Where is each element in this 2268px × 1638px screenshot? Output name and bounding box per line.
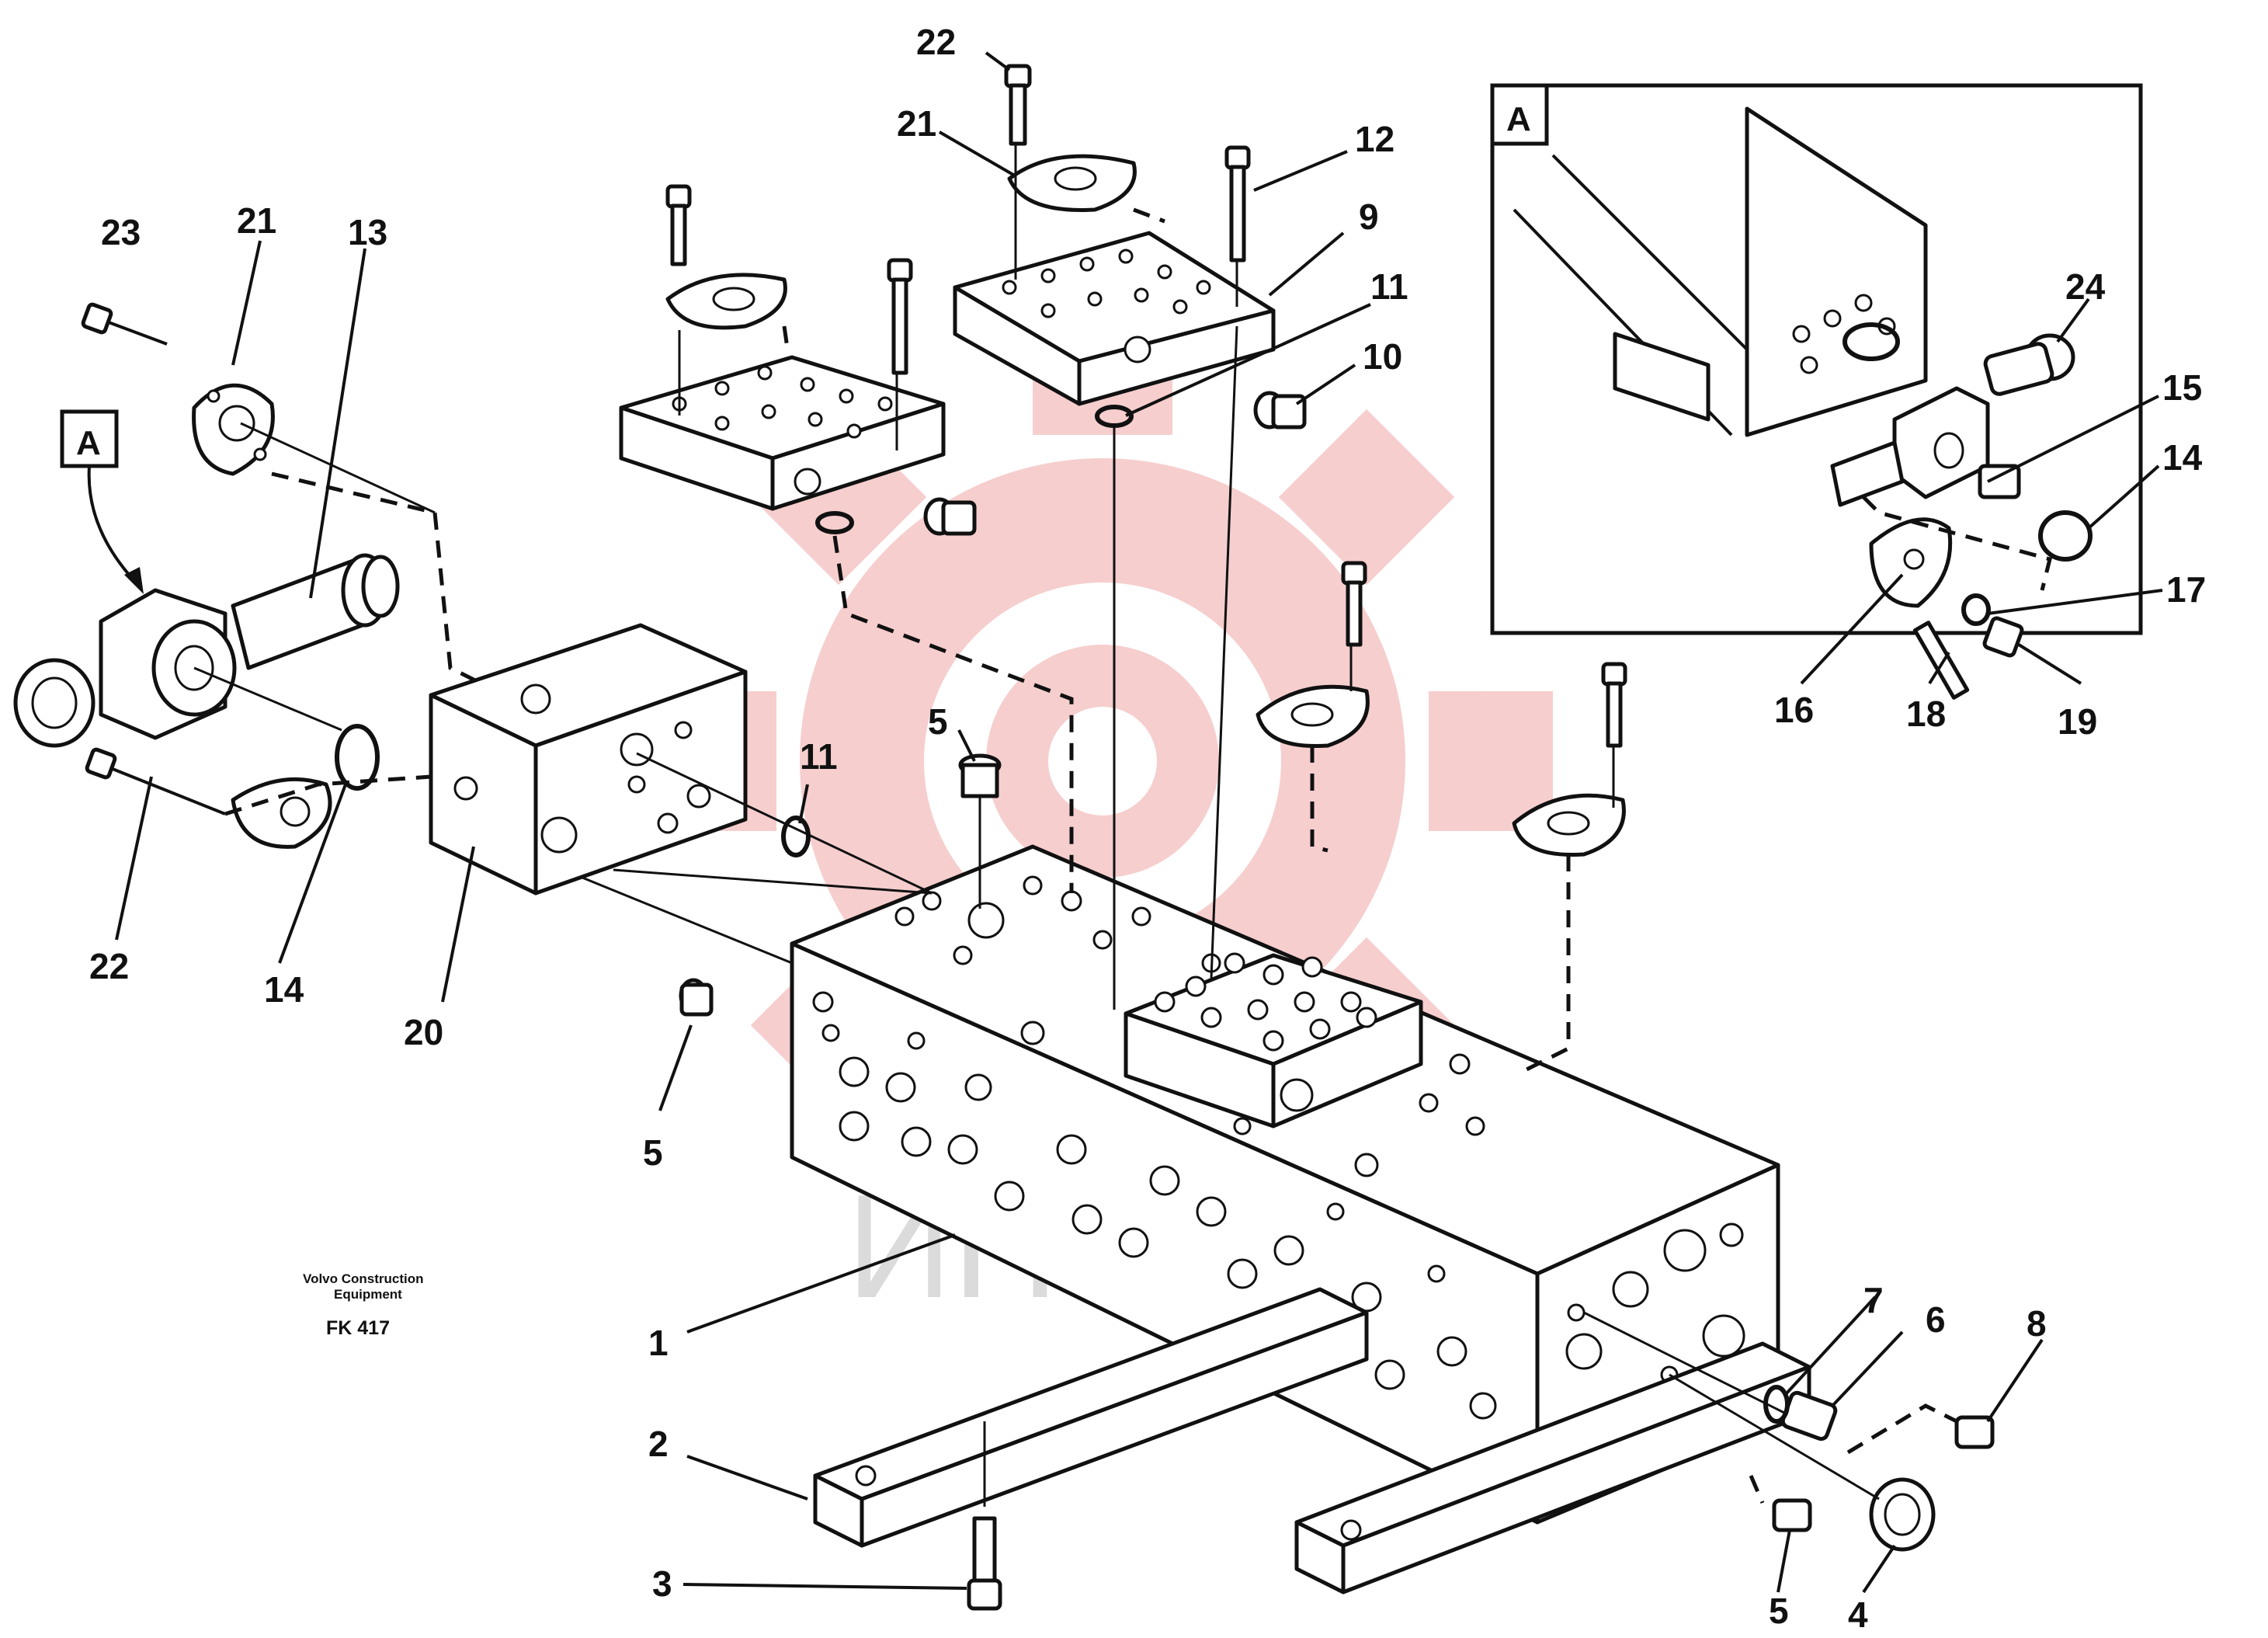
callout-2: 2 <box>648 1424 669 1464</box>
callout-5-bottom: 5 <box>1769 1591 1789 1631</box>
callout-5-left: 5 <box>643 1132 663 1173</box>
flange-top-left <box>665 273 787 330</box>
callout-23: 23 <box>101 212 141 252</box>
credit-block: Volvo Construction Equipment FK 417 <box>303 1271 424 1339</box>
flange-right-2 <box>1512 793 1626 857</box>
sub-plate <box>1124 952 1423 1129</box>
figure-code: FK 417 <box>326 1317 390 1339</box>
base-rail-front <box>813 1287 1369 1548</box>
callout-14-right: 14 <box>2162 437 2203 478</box>
callout-12: 12 <box>1355 119 1394 159</box>
bolt-top-left-a <box>665 184 692 266</box>
callout-6: 6 <box>1926 1299 1946 1340</box>
callout-14-left: 14 <box>264 969 304 1010</box>
callout-22-left: 22 <box>89 946 129 986</box>
plug-5-bottom <box>1772 1498 1812 1532</box>
callout-11-top: 11 <box>1370 266 1408 307</box>
top-plate-left <box>619 355 946 511</box>
callout-11-mid: 11 <box>800 736 838 777</box>
detail-view-label-box <box>1490 83 1549 146</box>
detail-view-a: A <box>1490 83 2163 700</box>
callout-7: 7 <box>1863 1280 1884 1320</box>
view-a-marker: A <box>60 409 119 468</box>
fitting-6 <box>1780 1390 1838 1442</box>
flange-21-top <box>1007 154 1137 212</box>
bolt-3 <box>967 1421 1002 1611</box>
bolt-22-top <box>1004 64 1032 146</box>
callout-21-top: 21 <box>897 103 936 144</box>
callout-20: 20 <box>404 1012 443 1052</box>
callout-21-left: 21 <box>237 200 276 241</box>
detail-view-label: A <box>1506 100 1531 138</box>
bolt-right-a <box>1341 561 1367 647</box>
credit-line-2: Equipment <box>334 1287 402 1302</box>
dashed-assembly-lines <box>224 207 1958 1504</box>
callout-19: 19 <box>2058 701 2097 742</box>
flange-right-1 <box>1256 684 1370 748</box>
callout-13: 13 <box>348 212 387 252</box>
callout-16: 16 <box>1774 690 1814 730</box>
plug-top-left <box>923 497 977 536</box>
callout-5-mid: 5 <box>928 701 948 742</box>
plug-5-left <box>679 978 714 1017</box>
bolt-right-b <box>1601 662 1627 748</box>
section-block-20 <box>429 623 748 896</box>
plug-10 <box>1253 391 1307 429</box>
callouts: 22 21 12 9 11 10 23 21 13 22 14 20 11 5 … <box>89 22 2206 1635</box>
callout-17: 17 <box>2166 569 2206 610</box>
callout-15: 15 <box>2162 367 2202 408</box>
bolt-23 <box>81 302 168 346</box>
callout-4: 4 <box>1848 1595 1868 1635</box>
callout-1: 1 <box>648 1323 669 1363</box>
bolt-top-left-b <box>887 258 913 375</box>
callout-10: 10 <box>1363 336 1402 377</box>
assembly-lines <box>193 144 1880 1501</box>
flange-22-left <box>231 777 332 849</box>
o-ring-14-left <box>335 724 380 791</box>
plug-8 <box>1954 1415 1995 1449</box>
callout-8: 8 <box>2027 1303 2047 1344</box>
callout-18: 18 <box>1906 694 1946 734</box>
view-a-marker-label: A <box>76 424 101 462</box>
top-plate-right <box>953 231 1276 406</box>
flange-21-left <box>192 383 275 476</box>
callout-24: 24 <box>2065 266 2106 307</box>
callout-3: 3 <box>652 1563 672 1604</box>
callout-9: 9 <box>1359 196 1379 237</box>
plug-4 <box>1869 1477 1936 1552</box>
front-face-holes <box>812 991 1497 1420</box>
plug-5-mid <box>958 753 1002 909</box>
o-ring-11-mid <box>781 816 811 857</box>
bolt-12 <box>1224 145 1251 263</box>
elbow-fitting <box>13 553 400 748</box>
bolt-22-left <box>85 747 226 816</box>
base-rail-rear <box>1294 1341 1811 1595</box>
callout-22-top: 22 <box>916 22 956 62</box>
credit-line-1: Volvo Construction <box>303 1271 424 1286</box>
leader-lines <box>87 51 2044 1594</box>
o-ring-top-left <box>815 511 854 534</box>
